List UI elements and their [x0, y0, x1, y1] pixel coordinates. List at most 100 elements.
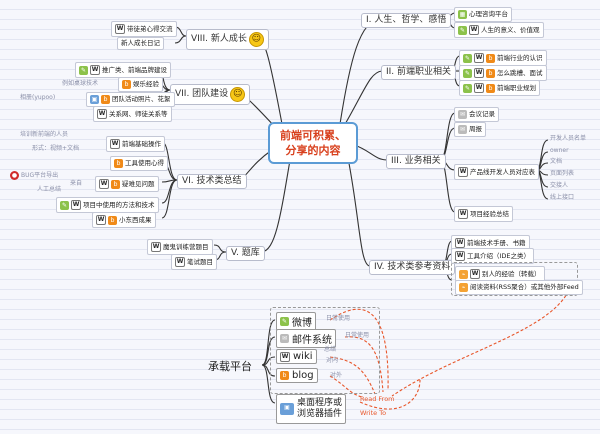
note-icon: ✎: [280, 317, 289, 326]
bug-icon: ●: [10, 171, 19, 180]
wiki-icon: W: [90, 65, 100, 75]
leaf-8-2[interactable]: 新人成长日记: [117, 37, 164, 50]
platform-weibo-note: 日常使用: [326, 315, 351, 322]
branch-3[interactable]: III. 业务相关: [386, 154, 446, 169]
blog-icon: b: [114, 159, 123, 168]
note-icon: ✎: [60, 200, 69, 210]
wiki-icon: W: [474, 53, 484, 63]
rss-icon: ⌁: [459, 283, 468, 292]
center-line2: 分享的内容: [285, 144, 341, 157]
platform-blog-note: 对外: [330, 372, 343, 379]
wiki-icon: W: [71, 200, 81, 210]
branch-1[interactable]: I. 人生、哲学、感悟: [361, 13, 452, 28]
sub-3-6: 线上接口: [550, 194, 575, 201]
smiley-icon: ☺: [230, 87, 246, 102]
platform-label[interactable]: 承载平台: [208, 360, 252, 373]
note-icon: ✎: [458, 25, 467, 35]
branch-7[interactable]: VII. 团队建设☺: [170, 84, 251, 105]
note-6-5: 人工总结: [37, 186, 62, 193]
wiki-icon: W: [110, 139, 120, 149]
blog-icon: b: [280, 371, 289, 380]
blog-icon: b: [486, 68, 495, 78]
wiki-icon: W: [151, 242, 161, 252]
calendar-icon: ▦: [458, 10, 467, 19]
note-6-1: 培训新前端的人员: [20, 131, 69, 138]
note-6-4: 来自: [70, 180, 83, 187]
sub-3-2: owner: [550, 147, 569, 154]
smiley-icon: ☺: [248, 32, 264, 47]
sub-3-3: 文档: [550, 158, 563, 165]
platform-mail[interactable]: ✉邮件系统: [276, 329, 336, 348]
branch-8[interactable]: VIII. 新人成长☺: [186, 29, 269, 50]
note-icon: ✎: [463, 68, 472, 78]
leaf-3-2[interactable]: ✉周报: [454, 122, 486, 137]
wiki-icon: W: [474, 83, 484, 93]
wiki-icon: W: [458, 209, 468, 219]
note-7-1: 例如桌球技术: [62, 80, 99, 87]
note-6-2: 形式：视频+文档: [32, 145, 80, 152]
mail-icon: ✉: [280, 334, 289, 343]
note-icon: ✎: [463, 53, 472, 63]
wiki-icon: W: [97, 109, 107, 119]
branch-5[interactable]: V. 题库: [226, 246, 265, 261]
read-from-label: Read From: [360, 395, 395, 403]
sub-3-5: 交接人: [550, 182, 569, 189]
wiki-icon: W: [470, 269, 480, 279]
mail-icon: ✉: [458, 110, 467, 119]
platform-desktop[interactable]: ▣ 桌面程序或 浏览器插件: [276, 394, 347, 424]
center-node[interactable]: 前端可积累、 分享的内容: [268, 122, 358, 164]
wiki-icon: W: [455, 251, 465, 261]
mail-icon: ✉: [458, 125, 467, 134]
wiki-icon: W: [458, 167, 468, 177]
branch-6[interactable]: VI. 技术类总结: [177, 174, 247, 189]
photo-icon: ▣: [90, 95, 99, 104]
wiki-icon: W: [474, 68, 484, 78]
sub-3-4: 页面列表: [550, 170, 575, 177]
sub-3-1: 开发人员名单: [550, 135, 587, 142]
leaf-1-1[interactable]: ▦心理咨询平台: [454, 7, 512, 22]
blog-icon: b: [111, 179, 120, 189]
blog-icon: b: [122, 80, 131, 89]
wiki-icon: W: [280, 351, 290, 362]
center-line1: 前端可积累、: [280, 129, 346, 142]
wiki-icon: W: [175, 257, 185, 267]
blog-icon: b: [486, 83, 495, 93]
note-icon: ✎: [79, 65, 88, 75]
platform-weibo[interactable]: ✎微博: [276, 312, 316, 331]
rss-icon: ⌁: [459, 269, 468, 279]
branch-2[interactable]: II. 前端职业相关: [381, 65, 457, 80]
blog-icon: b: [486, 53, 495, 63]
blog-icon: b: [101, 95, 110, 104]
leaf-3-1[interactable]: ✉会议记录: [454, 107, 499, 122]
write-to-label: Write To: [360, 409, 387, 417]
platform-inner-note: 对内: [326, 357, 339, 364]
branch-4[interactable]: IV. 技术类参考资料: [369, 260, 456, 275]
photo-icon: ▣: [280, 403, 294, 415]
leaf-4-4[interactable]: ⌁阅读资料(RSS聚合）或其他外部Feed: [455, 280, 583, 295]
platform-mail-note: 日常使用: [345, 332, 370, 339]
reference-group: [451, 262, 578, 296]
wiki-icon: W: [96, 215, 106, 225]
note-7-2: 相册(yupoo): [20, 94, 56, 101]
